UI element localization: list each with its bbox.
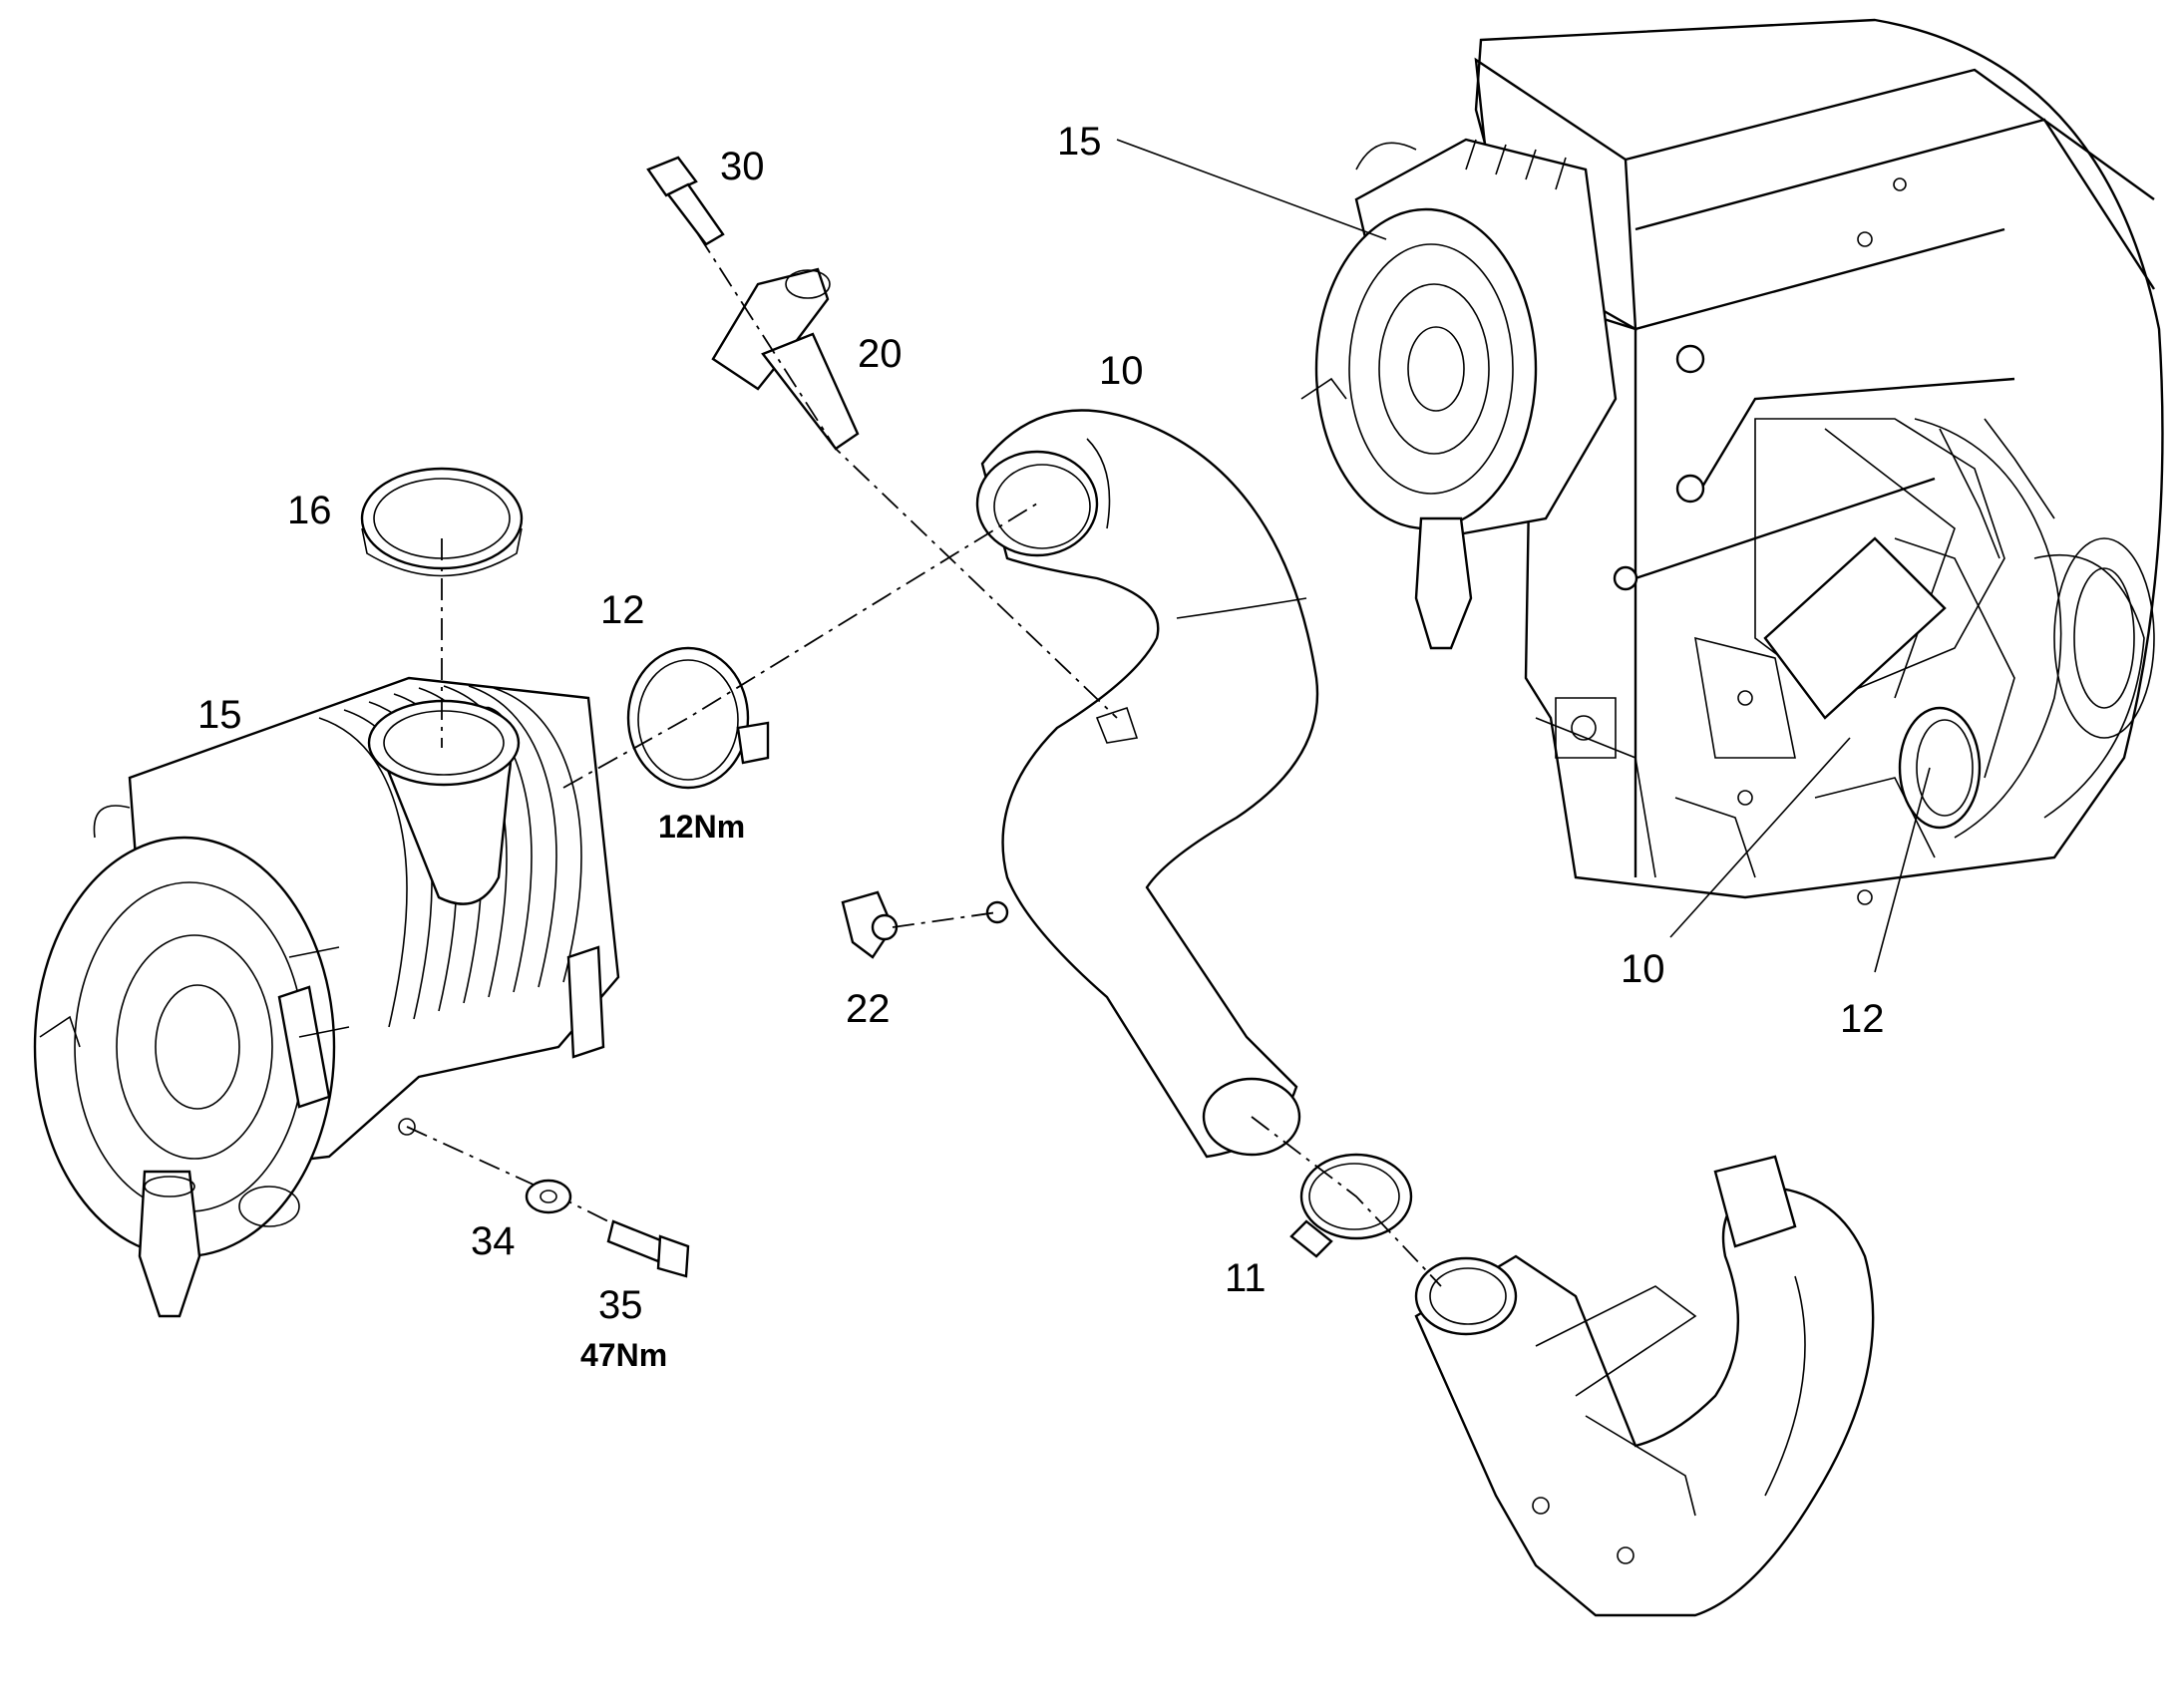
leader-lines <box>1116 139 1931 973</box>
label-12-right: 12 <box>1840 997 1885 1041</box>
hose-clamp-11 <box>1289 1153 1413 1258</box>
torque-47nm: 47Nm <box>580 1337 667 1373</box>
intake-hose-10 <box>975 409 1319 1159</box>
sensor-20 <box>711 267 860 451</box>
part-labels: 30 20 10 16 12 15 15 22 34 35 11 10 12 1… <box>197 120 1885 1373</box>
label-35: 35 <box>598 1283 643 1327</box>
washer-34 <box>525 1179 572 1214</box>
bolt-35 <box>606 1219 690 1278</box>
engine-frame-assembly <box>1300 18 2164 905</box>
turbo-duct <box>1414 1155 1875 1617</box>
label-12-left: 12 <box>600 588 645 632</box>
label-10-top: 10 <box>1099 349 1144 393</box>
label-30: 30 <box>720 145 765 188</box>
label-34: 34 <box>471 1219 516 1263</box>
label-22: 22 <box>846 987 891 1031</box>
torque-12nm: 12Nm <box>658 809 745 845</box>
right-air-filter-cover <box>1314 207 1538 530</box>
plug-22 <box>841 890 1009 959</box>
label-11: 11 <box>1225 1256 1267 1300</box>
label-15-right: 15 <box>1057 120 1102 164</box>
label-15-left: 15 <box>197 693 242 737</box>
air-filter-housing <box>33 676 620 1318</box>
label-10-right: 10 <box>1621 947 1665 991</box>
assembly-lines <box>406 233 1442 1287</box>
label-16: 16 <box>287 489 332 532</box>
hose-clamp-12 <box>626 646 770 790</box>
label-20: 20 <box>858 332 903 376</box>
bolt-30 <box>646 156 725 246</box>
